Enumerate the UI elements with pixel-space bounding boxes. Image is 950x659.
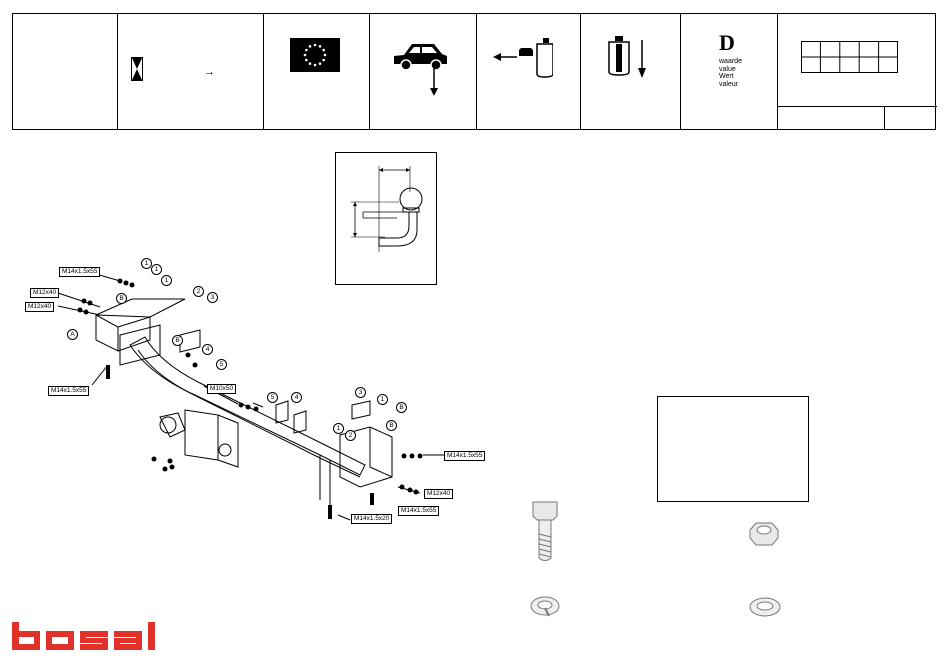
caption-line: waarde [719, 58, 742, 66]
header-cell-d-value: D waarde value Wert valeur [681, 14, 778, 129]
caption-line: valeur [719, 81, 742, 89]
eu-star [305, 59, 308, 62]
eu-star [309, 45, 312, 48]
caption-line: Wert [719, 73, 742, 81]
d-value-letter: D [719, 30, 735, 56]
bolt-spec-label: M12x40 [30, 288, 59, 298]
eu-star [305, 49, 308, 52]
horizontal-weight-icon [491, 36, 553, 78]
bolt-spec-label: M14x1.5x55 [48, 386, 89, 396]
eu-star [304, 54, 307, 57]
d-value-caption: waarde value Wert valeur [719, 58, 742, 88]
eu-star [324, 54, 327, 57]
part-callout: B [116, 293, 127, 304]
eu-star [322, 59, 325, 62]
part-callout: B [386, 420, 397, 431]
bolt-spec-label: M14x1.5x55 [398, 506, 439, 516]
part-callout: 1 [151, 264, 162, 275]
left-bracket-side [96, 315, 118, 351]
header-cell-validity: → [118, 14, 264, 129]
part-callout: 2 [345, 430, 356, 441]
caption-line: value [719, 66, 742, 74]
part-callout: 4 [291, 392, 302, 403]
tow-plate [185, 410, 218, 460]
left-bracket-top [96, 299, 185, 317]
eu-star [309, 62, 312, 65]
notes-box [657, 396, 809, 502]
code-entry-grid [801, 41, 898, 73]
bosal-logo-mark [12, 622, 170, 652]
code-divider [778, 106, 937, 107]
part-callout: A [67, 329, 78, 340]
part-callout: 1 [161, 275, 172, 286]
eu-star [314, 44, 317, 47]
code-subdivider [884, 106, 885, 130]
vertical-weight-icon [607, 34, 653, 80]
flat-washer-icon [748, 594, 782, 620]
header-cell-horizontal-weight [477, 14, 581, 129]
part-callout: B [172, 335, 183, 346]
part-callout: 1 [333, 423, 344, 434]
header-cell-code-grid [778, 14, 937, 129]
eu-star [322, 49, 325, 52]
eu-star [319, 45, 322, 48]
bolt-spec-label: M14x1.5x55 [59, 267, 100, 277]
spring-washer-icon [529, 594, 561, 620]
part-callout: 3 [355, 387, 366, 398]
part-callout: B [396, 402, 407, 413]
nut-icon [748, 520, 780, 548]
hourglass-icon [131, 57, 143, 81]
eu-star [314, 64, 317, 67]
eu-star [319, 62, 322, 65]
bolt-spec-label: M12x40 [424, 489, 453, 499]
bolt-spec-label: M10x50 [207, 384, 236, 394]
part-callout: 5 [267, 392, 278, 403]
bolt-icon [530, 500, 560, 564]
bolt-spec-label: M14x1.5x55 [444, 451, 485, 461]
part-callout: 2 [193, 286, 204, 297]
arrow-icon: → [204, 66, 215, 78]
part-callout: 1 [377, 394, 388, 405]
header-cell-eu [264, 14, 370, 129]
header-cell-car-load [370, 14, 477, 129]
header-cell-vertical-weight [581, 14, 681, 129]
bosal-logo [12, 622, 170, 652]
bolt-spec-label: M14x1.5x20 [351, 514, 392, 524]
car-vertical-load-icon [390, 38, 450, 98]
bolt-spec-label: M12x40 [25, 302, 54, 312]
part-callout: 4 [202, 344, 213, 355]
header-cell-blank [13, 14, 118, 129]
header-table: → [12, 13, 936, 130]
part-callout: 3 [207, 292, 218, 303]
eu-flag-icon [290, 38, 340, 72]
part-callout: 5 [216, 359, 227, 370]
